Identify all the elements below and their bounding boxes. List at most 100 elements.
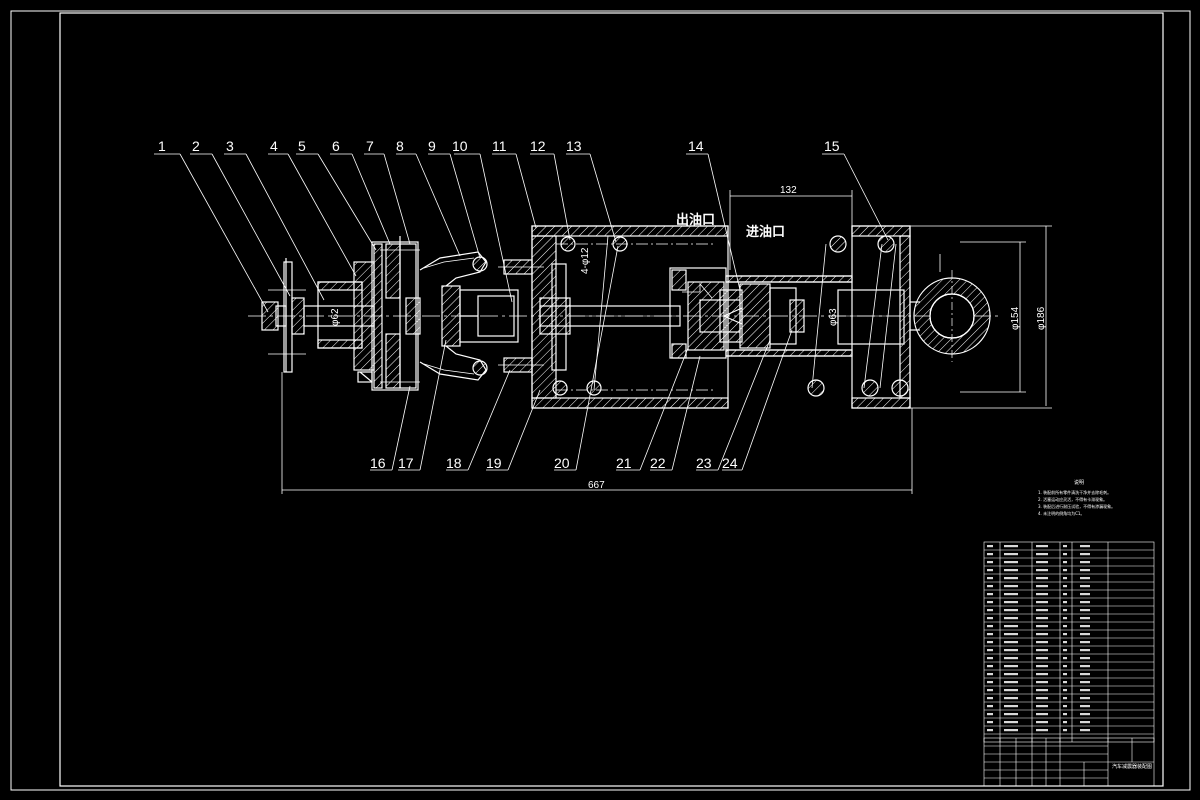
part-label-10: 10 (452, 138, 468, 154)
bom-cell-mark (987, 713, 993, 716)
note-line-2: 2. 活塞运动应灵活，不得有卡滞现象。 (1038, 496, 1107, 502)
part-label-11: 11 (492, 138, 507, 154)
bom-cell-mark (987, 617, 993, 620)
bom-cell-mark (1080, 673, 1090, 676)
bom-cell-mark (1080, 705, 1090, 708)
bom-cell-mark (1063, 609, 1067, 612)
part-label-9: 9 (428, 138, 436, 154)
bom-cell-mark (1080, 593, 1090, 596)
bom-cell-mark (1063, 561, 1067, 564)
bom-cell-mark (1080, 641, 1090, 644)
bom-cell-mark (987, 673, 993, 676)
part-label-19: 19 (486, 455, 502, 471)
bom-cell-mark (1063, 729, 1067, 732)
part-numbers-bottom: 16 17 18 19 20 21 22 23 24 (370, 455, 738, 471)
bom-cell-mark (987, 545, 993, 548)
bom-cell-mark (987, 729, 993, 732)
lower-mount-housing (837, 225, 911, 409)
inner-tube (725, 275, 853, 357)
part-label-15: 15 (824, 138, 840, 154)
note-line-3: 3. 装配后进行耐压试验，不得有渗漏现象。 (1038, 503, 1115, 509)
bom-cell-mark (987, 681, 993, 684)
bom-cell-mark (987, 593, 993, 596)
bom-cell-mark (1004, 617, 1018, 620)
bom-cell-mark (1036, 721, 1048, 724)
bom-cell-mark (1080, 689, 1090, 692)
dim-12: 4-φ12 (580, 247, 591, 274)
bom-cell-mark (1080, 609, 1090, 612)
bom-cell-mark (1063, 673, 1067, 676)
part-label-23: 23 (696, 455, 712, 471)
bom-cell-mark (1080, 585, 1090, 588)
dim-132: 132 (780, 185, 797, 196)
bom-cell-mark (1063, 641, 1067, 644)
oil-outlet-label: 出油口 (676, 212, 715, 228)
bom-cell-mark (987, 705, 993, 708)
bom-cell-mark (987, 665, 993, 668)
bom-cell-mark (1036, 641, 1048, 644)
bom-cell-mark (1080, 625, 1090, 628)
bom-cell-mark (1036, 545, 1048, 548)
bom-cell-mark (1004, 657, 1018, 660)
piston-rod (539, 297, 681, 335)
bom-cell-mark (1004, 649, 1018, 652)
part-numbers-top: 1 2 3 4 5 6 7 8 9 10 11 12 13 14 15 (158, 138, 840, 154)
bom-cell-mark (1036, 649, 1048, 652)
part-label-20: 20 (554, 455, 570, 471)
dim-63: φ63 (828, 308, 839, 326)
bom-cell-mark (1080, 681, 1090, 684)
technical-notes: 说明 1. 装配前所有零件清洗干净并去除毛刺。 2. 活塞运动应灵活，不得有卡滞… (1038, 479, 1115, 516)
bom-cell-mark (1036, 625, 1048, 628)
bom-cell-mark (1063, 545, 1067, 548)
bom-cell-mark (987, 601, 993, 604)
part-label-2: 2 (192, 138, 200, 154)
bom-cell-mark (1063, 601, 1067, 604)
bracket-housing (317, 261, 375, 371)
bom-cell-mark (1004, 601, 1018, 604)
assembly-drawing (154, 153, 1052, 494)
bom-cell-mark (1004, 569, 1018, 572)
bom-cell-mark (1004, 665, 1018, 668)
bom-cell-mark (987, 561, 993, 564)
bom-cell-mark (1004, 705, 1018, 708)
bom-cell-mark (1004, 721, 1018, 724)
bom-cell-mark (1036, 577, 1048, 580)
bom-cell-mark (1080, 577, 1090, 580)
bom-cell-mark (1063, 585, 1067, 588)
bom-cell-mark (1063, 625, 1067, 628)
bom-cell-mark (1036, 729, 1048, 732)
bom-cell-mark (1080, 729, 1090, 732)
bom-cell-mark (1063, 649, 1067, 652)
dim-154: φ154 (1010, 306, 1021, 330)
inner-frame (59, 12, 1164, 787)
bom-cell-mark (1036, 689, 1048, 692)
bom-cell-mark (1080, 545, 1090, 548)
part-label-3: 3 (226, 138, 234, 154)
bom-cell-mark (1080, 649, 1090, 652)
bom-cell-mark (1004, 673, 1018, 676)
bom-cell-mark (1036, 561, 1048, 564)
bom-cell-mark (1036, 681, 1048, 684)
bom-cell-mark (1004, 689, 1018, 692)
bom-cell-mark (1036, 617, 1048, 620)
bom-cell-mark (1063, 633, 1067, 636)
bump-stop (459, 289, 519, 343)
bom-cell-mark (1036, 657, 1048, 660)
bom-cell-mark (1004, 585, 1018, 588)
bom-cell-mark (1063, 697, 1067, 700)
outer-frame (10, 10, 1191, 791)
part-label-6: 6 (332, 138, 340, 154)
bom-cell-mark (1036, 553, 1048, 556)
parts-list-table (983, 541, 1155, 743)
bom-cell-mark (1080, 561, 1090, 564)
part-label-18: 18 (446, 455, 462, 471)
bom-cell-mark (1080, 569, 1090, 572)
bom-cell-mark (1036, 601, 1048, 604)
bom-cell-mark (987, 689, 993, 692)
bom-cell-mark (987, 585, 993, 588)
bom-cell-mark (1063, 681, 1067, 684)
mounting-eye (910, 254, 991, 362)
bom-cell-mark (987, 697, 993, 700)
bom-cell-mark (987, 633, 993, 636)
bom-cell-mark (1036, 593, 1048, 596)
